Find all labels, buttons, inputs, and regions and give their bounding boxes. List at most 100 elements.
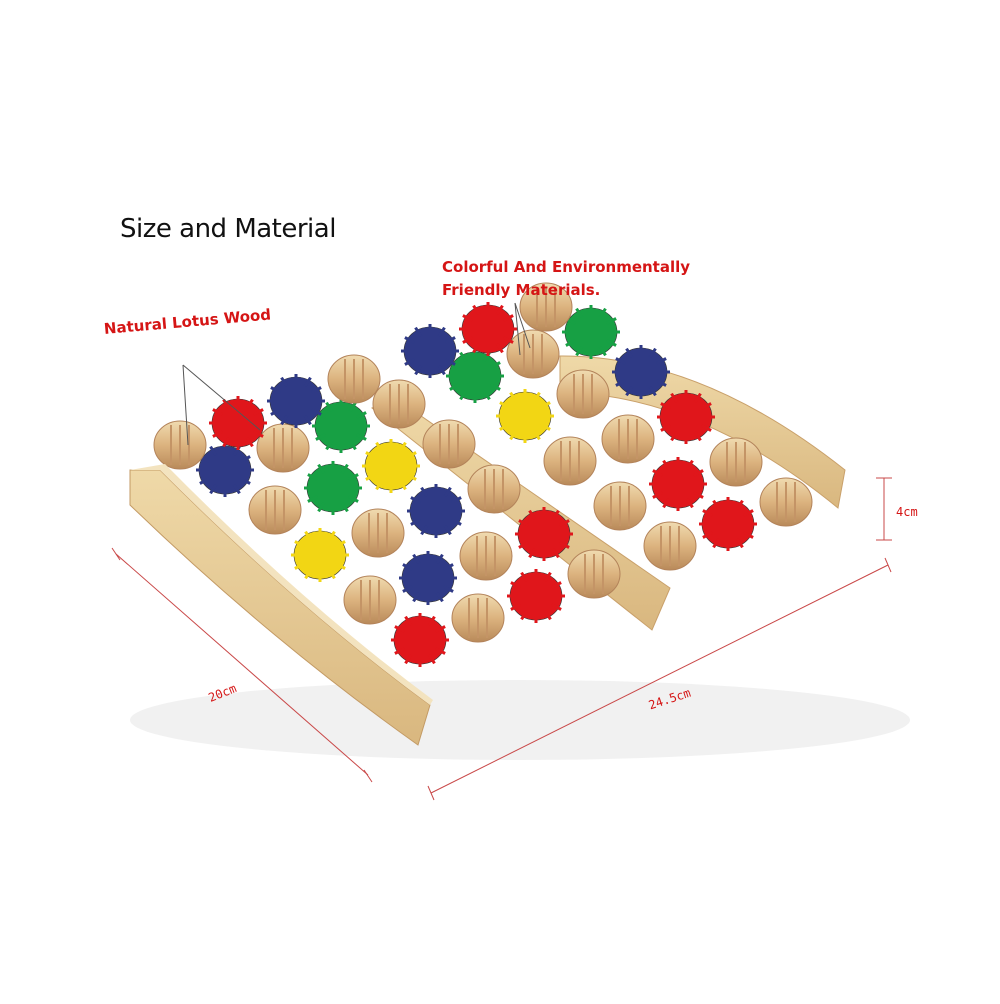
roller-spike [550, 603, 562, 611]
roller-spike [702, 509, 714, 517]
roller-spike [245, 436, 254, 448]
roller-spike [412, 591, 421, 603]
roller-spike [347, 473, 359, 481]
roller-spike [489, 361, 501, 369]
roller-spike [315, 433, 327, 441]
roller-spike [294, 562, 306, 570]
roller-spike [435, 553, 444, 565]
roller-spike [435, 591, 444, 603]
roller-spike [294, 540, 306, 548]
roller-spike [270, 386, 282, 394]
roller-spike [502, 314, 514, 322]
roller-spike [347, 495, 359, 503]
roller-spike [670, 430, 679, 442]
roller-spike [648, 347, 657, 359]
roller-spike [495, 304, 504, 316]
roller-spike [304, 568, 313, 580]
callout-colorful-materials: Colorful And Environmentally Friendly Ma… [442, 256, 690, 302]
roller-spike [444, 358, 456, 366]
roller-spike [402, 585, 414, 593]
roller-spike [412, 553, 421, 565]
roller-spike [615, 357, 627, 365]
roller-spike [427, 615, 436, 627]
roller-spike [442, 563, 454, 571]
roller-spike [685, 459, 694, 471]
callout-color-line-2: Friendly Materials. [442, 281, 601, 299]
roller-spike [565, 339, 577, 347]
roller-spike [598, 307, 607, 319]
roller-spike [735, 537, 744, 549]
roller-spike [199, 477, 211, 485]
roller-spike [252, 408, 264, 416]
roller-spike [222, 436, 231, 448]
roller-spike [518, 541, 530, 549]
roller-spike [652, 491, 664, 499]
roller-spike [625, 385, 634, 397]
roller-spike [365, 473, 377, 481]
roller-spike [394, 625, 406, 633]
roller-spike [404, 358, 416, 366]
roller-spike [209, 483, 218, 495]
roller-spike [310, 408, 322, 416]
roller-spike [317, 501, 326, 513]
roller-spike [532, 429, 541, 441]
roller-spike [252, 430, 264, 438]
roller-spike [420, 486, 429, 498]
roller-spike [685, 497, 694, 509]
roller-spike [303, 376, 312, 388]
roller-spike [427, 653, 436, 665]
roller-spike [420, 524, 429, 536]
roller-spike [660, 402, 672, 410]
roller-spike [510, 581, 522, 589]
roller-spike [340, 501, 349, 513]
roller-spike [693, 430, 702, 442]
roller-spike [443, 486, 452, 498]
roller-spike [662, 459, 671, 471]
roller-spike [692, 469, 704, 477]
roller-spike [334, 562, 346, 570]
roller-spike [662, 497, 671, 509]
roller-spike [558, 519, 570, 527]
roller-spike [543, 571, 552, 583]
roller-spike [404, 336, 416, 344]
roller-spike [462, 336, 474, 344]
roller-spike [551, 509, 560, 521]
roller-spike [655, 379, 667, 387]
roller-spike [742, 531, 754, 539]
roller-spike [365, 451, 377, 459]
roller-spike [327, 568, 336, 580]
roller-spike [437, 326, 446, 338]
roller-spike [550, 581, 562, 589]
roller-spike [355, 411, 367, 419]
dimension-lines [111, 477, 892, 801]
roller-spike [712, 537, 721, 549]
roller-spike [414, 364, 423, 376]
roller-spike [434, 647, 446, 655]
roller-spike [462, 314, 474, 322]
roller-spike [660, 424, 672, 432]
roller-spike [437, 364, 446, 376]
roller-spike [489, 383, 501, 391]
callout-leader-lines [182, 302, 531, 446]
roller-spike [450, 518, 462, 526]
roller-spike [702, 531, 714, 539]
roller-spike [670, 392, 679, 404]
roller-spike [307, 495, 319, 503]
roller-spike [539, 423, 551, 431]
roller-spike [520, 609, 529, 621]
roller-spike [499, 401, 511, 409]
roller-spike [472, 342, 481, 354]
roller-spike [280, 376, 289, 388]
roller-spike [510, 603, 522, 611]
roller-spike [410, 496, 422, 504]
roller-spike [442, 585, 454, 593]
roller-spike [232, 483, 241, 495]
roller-spike [239, 477, 251, 485]
roller-spike [410, 518, 422, 526]
roller-spike [310, 386, 322, 394]
roller-spike [280, 414, 289, 426]
roller-spike [502, 336, 514, 344]
front-rail-top [130, 464, 433, 705]
roller-spike [528, 547, 537, 559]
